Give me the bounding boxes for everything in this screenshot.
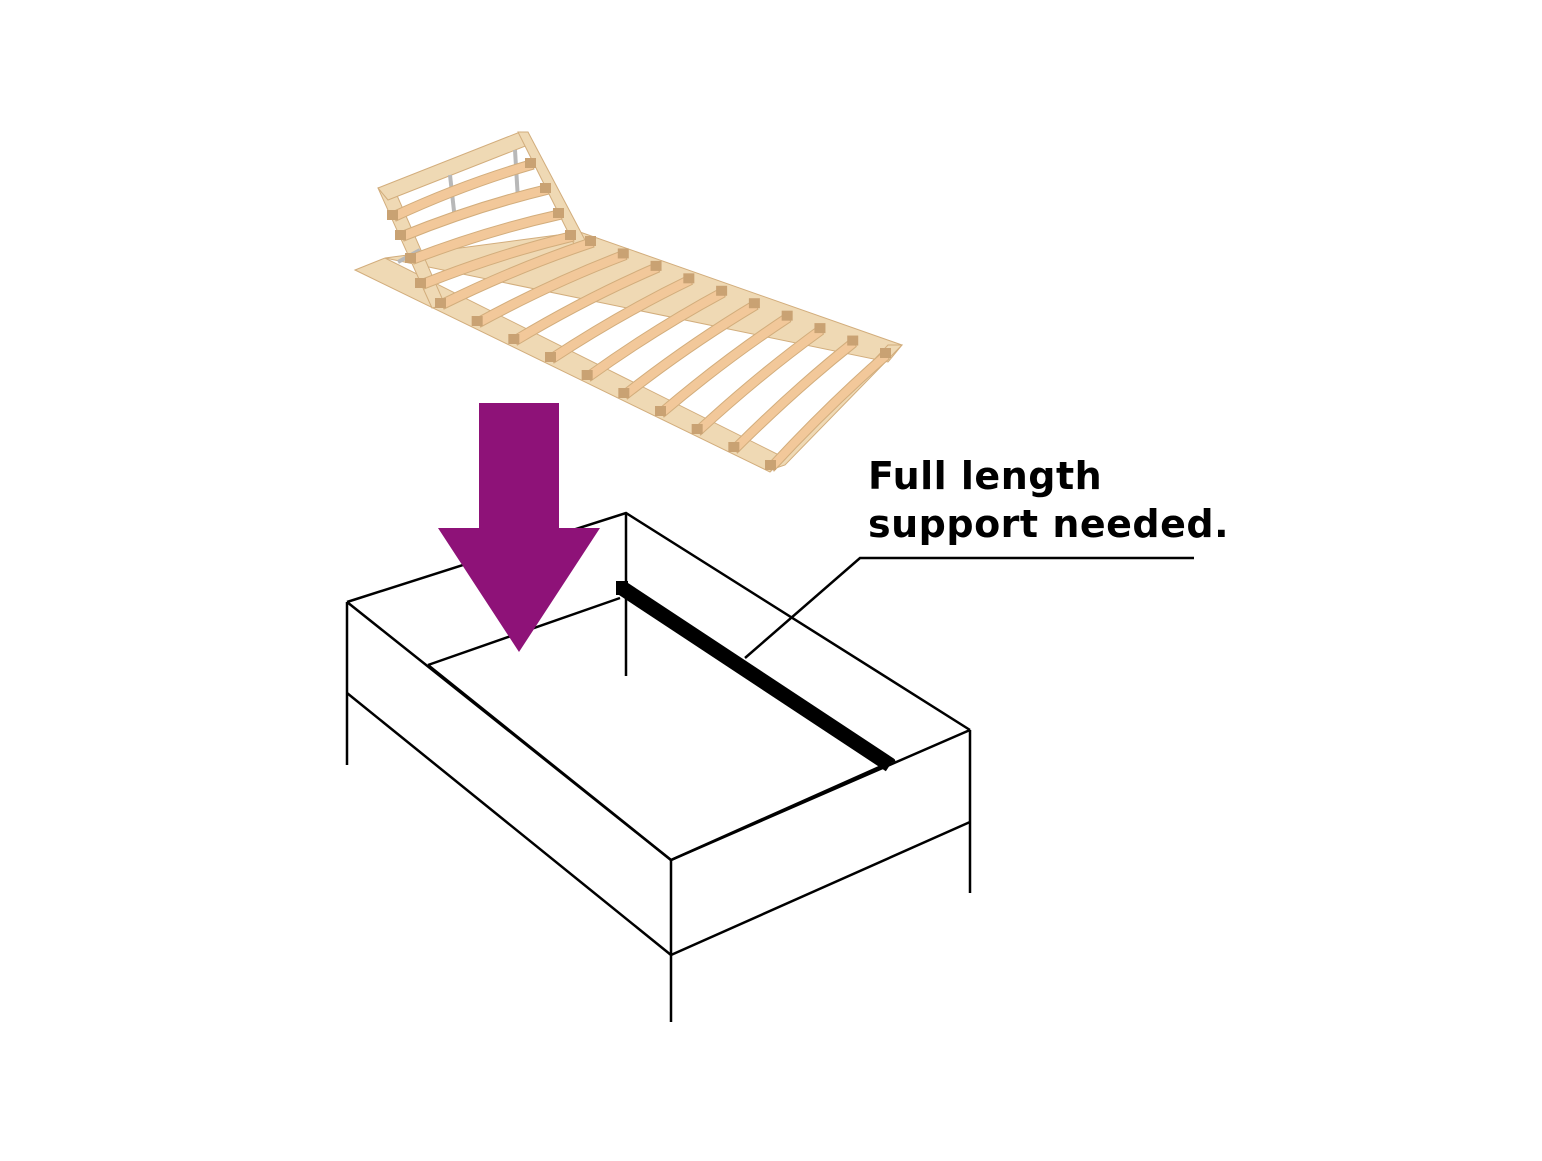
slat-holder: [748, 298, 760, 309]
slat-holder: [525, 158, 536, 168]
frame-right-bottom-edge: [670, 820, 971, 957]
down-arrow-icon: [438, 403, 600, 652]
frame-inner-right-edge: [670, 758, 896, 862]
slat-holder: [683, 273, 695, 284]
slat-holder: [395, 230, 406, 240]
slat-holder: [814, 323, 826, 334]
bed-slat: [476, 249, 628, 328]
head-slat: [409, 209, 563, 265]
bed-slat: [622, 299, 759, 400]
slat-holder: [508, 334, 520, 344]
slat-holder: [691, 424, 703, 434]
slat-holder: [618, 388, 630, 398]
bed-slat: [586, 287, 726, 382]
slat-holder: [581, 370, 593, 380]
callout-leader-line: [744, 556, 1194, 659]
slats-group: [387, 158, 891, 472]
slatted-frame-illustration: [353, 131, 904, 473]
slat-holder: [880, 348, 891, 358]
frame-inner-front-edge: [427, 664, 672, 861]
slat-holder: [781, 310, 793, 321]
bed-slat: [512, 262, 661, 346]
slat-holder: [545, 352, 556, 362]
slat-holder: [728, 442, 740, 452]
center-support-beam: [617, 581, 895, 772]
bed-slat: [696, 324, 825, 436]
support-callout-label: Full length support needed.: [868, 452, 1229, 548]
head-slat: [419, 231, 575, 290]
bed-slat: [659, 311, 792, 418]
slat-holder: [553, 208, 564, 218]
frame-front-top-edge: [346, 601, 971, 862]
slat-holder: [565, 230, 576, 240]
slat-holder: [585, 236, 596, 246]
slat-holder: [716, 285, 728, 296]
bed-slat: [549, 274, 693, 364]
slat-holder: [655, 406, 666, 416]
slat-holder: [435, 298, 446, 308]
bed-slat: [439, 237, 595, 310]
slat-holder: [415, 278, 426, 288]
slat-holder: [405, 253, 416, 263]
slat-holder: [471, 316, 483, 326]
callout-line-1: Full length: [868, 454, 1103, 498]
slat-holder: [650, 260, 662, 271]
bed-slat: [732, 336, 857, 454]
slat-holder: [540, 183, 551, 193]
head-slat: [399, 184, 550, 242]
frame-left-bottom-edge: [346, 692, 672, 956]
bed-slat: [769, 349, 890, 472]
callout-line-2: support needed.: [868, 502, 1230, 546]
slat-holder: [765, 460, 776, 470]
bed-frame-outline: [345, 511, 972, 1022]
slat-holder: [387, 210, 398, 220]
slat-holder: [847, 335, 859, 346]
support-beam-end-cap: [616, 581, 628, 595]
head-slat: [391, 159, 535, 222]
slat-holder: [617, 248, 629, 259]
